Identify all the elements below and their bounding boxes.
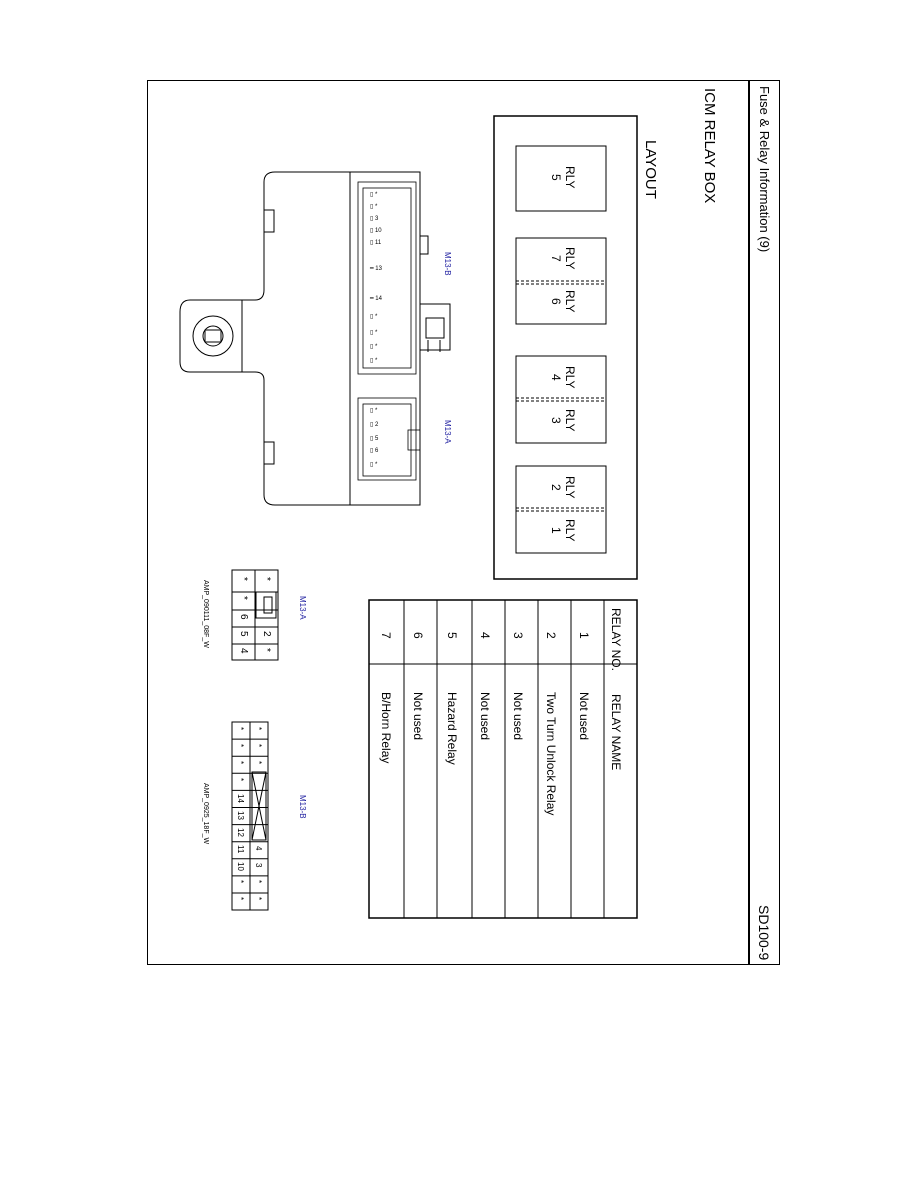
relay-2-label: RLY xyxy=(563,476,577,498)
m13-a-pin: * xyxy=(238,577,249,581)
relay-5-number: 5 xyxy=(549,174,563,181)
header-separator xyxy=(748,80,750,965)
relay-2-1-slot xyxy=(515,465,607,554)
m13-a-pin: * xyxy=(261,648,272,652)
m13-a-detail-label: M13-A xyxy=(298,596,307,620)
relay-2-number: 2 xyxy=(549,484,563,491)
m13-b-pin: 13 xyxy=(236,811,245,820)
m13-b-pin: * xyxy=(236,727,245,730)
relay-6-label: RLY xyxy=(563,290,577,312)
svg-text:▯ *: ▯ * xyxy=(370,192,378,198)
relay-1-number: 1 xyxy=(549,527,563,534)
relay-5-slot xyxy=(515,145,607,212)
m13-a-pin-marks: ▯ * ▯ 2 ▯ 5 ▯ 6 ▯ * xyxy=(370,408,379,468)
m13-b-pin: * xyxy=(254,897,263,900)
connector-housing xyxy=(179,171,451,506)
svg-text:▯ *: ▯ * xyxy=(370,462,378,468)
m13-b-housing-connector xyxy=(357,181,417,375)
svg-text:━ 13: ━ 13 xyxy=(369,266,383,272)
relay-1-label: RLY xyxy=(563,519,577,541)
table-row-no: 7 xyxy=(379,632,393,639)
m13-b-pin: 11 xyxy=(236,845,245,854)
m13-b-pin: * xyxy=(236,744,245,747)
m13-b-pin: * xyxy=(254,761,263,764)
m13-b-detail: * * * 4 3 * * * * * * 14 13 12 11 10 * *… xyxy=(202,721,307,911)
relay-7-label: RLY xyxy=(563,247,577,269)
table-row-name: Not used xyxy=(511,692,525,740)
m13-b-pin: * xyxy=(236,761,245,764)
relay-3-number: 3 xyxy=(549,417,563,424)
m13-a-pin: 2 xyxy=(261,631,272,637)
relay-5-label: RLY xyxy=(563,166,577,188)
m13-a-part-number: AMP_090111_08F_W xyxy=(202,580,209,648)
table-header-relay-name: RELAY NAME xyxy=(609,694,623,770)
drawing-frame xyxy=(147,80,780,965)
table-row-name: Two Turn Unlock Relay xyxy=(544,692,558,815)
svg-text:▯ 11: ▯ 11 xyxy=(370,240,382,246)
m13-b-detail-label: M13-B xyxy=(298,795,307,819)
svg-text:▯ *: ▯ * xyxy=(370,330,378,336)
m13-b-pin: * xyxy=(236,897,245,900)
table-row-name: Not used xyxy=(577,692,591,740)
m13-a-pin: 4 xyxy=(238,648,249,654)
m13-b-housing-label: M13-B xyxy=(443,252,452,276)
relay-3-label: RLY xyxy=(563,409,577,431)
m13-a-housing-connector xyxy=(357,397,421,481)
svg-text:▯ 10: ▯ 10 xyxy=(370,228,382,234)
svg-text:▯ 3: ▯ 3 xyxy=(370,216,379,222)
table-row-no: 3 xyxy=(511,632,525,639)
svg-text:▯ *: ▯ * xyxy=(370,344,378,350)
m13-b-pin: 3 xyxy=(254,863,263,868)
m13-a-housing-label: M13-A xyxy=(443,420,452,444)
table-row-no: 5 xyxy=(445,632,459,639)
m13-a-detail: * * * 6 5 4 2 * M13-A AMP_090111_08F_W xyxy=(202,569,307,661)
m13-b-pin: 12 xyxy=(236,828,245,837)
m13-b-pin-marks: ▯ * ▯ * ▯ 3 ▯ 10 ▯ 11 ━ 13 ━ 14 ▯ * ▯ * ▯ * ▯… xyxy=(369,192,383,364)
relay-6-number: 6 xyxy=(549,298,563,305)
svg-text:━ 14: ━ 14 xyxy=(369,296,383,302)
m13-b-pin: 14 xyxy=(236,794,245,803)
table-row-name: B/Horn Relay xyxy=(379,692,393,763)
m13-b-pin: * xyxy=(254,744,263,747)
m13-b-pin: 10 xyxy=(236,862,245,871)
table-row-no: 6 xyxy=(411,632,425,639)
table-row-no: 4 xyxy=(478,632,492,639)
m13-b-pin: 4 xyxy=(254,846,263,851)
relay-4-label: RLY xyxy=(563,366,577,388)
table-row-name: Hazard Relay xyxy=(445,692,459,765)
svg-text:▯ *: ▯ * xyxy=(370,204,378,210)
table-row-no: 2 xyxy=(544,632,558,639)
m13-b-pin: * xyxy=(254,727,263,730)
relay-7-number: 7 xyxy=(549,255,563,262)
table-row-no: 1 xyxy=(577,632,591,639)
m13-a-pin: 6 xyxy=(238,614,249,620)
relay-4-number: 4 xyxy=(549,374,563,381)
m13-a-pin: * xyxy=(238,596,249,600)
m13-a-pin: * xyxy=(261,577,272,581)
m13-a-pin: 5 xyxy=(238,631,249,637)
svg-text:▯ 2: ▯ 2 xyxy=(370,422,379,428)
m13-b-pin: * xyxy=(254,880,263,883)
m13-b-pin: * xyxy=(236,778,245,781)
table-row-name: Not used xyxy=(411,692,425,740)
svg-text:▯ *: ▯ * xyxy=(370,408,378,414)
m13-b-pin: * xyxy=(236,880,245,883)
relay-table: RELAY NO. RELAY NAME 1 Not used 2 Two Tu… xyxy=(368,599,638,919)
table-header-relay-no: RELAY NO. xyxy=(609,608,623,671)
svg-text:▯ *: ▯ * xyxy=(370,314,378,320)
svg-text:▯ 5: ▯ 5 xyxy=(370,436,379,442)
table-row-name: Not used xyxy=(478,692,492,740)
svg-text:▯ 6: ▯ 6 xyxy=(370,448,379,454)
relay-layout-panel: RLY 5 RLY 7 RLY 6 RLY 4 RLY 3 RLY 2 RLY … xyxy=(493,115,638,580)
svg-text:▯ *: ▯ * xyxy=(370,358,378,364)
relay-4-3-slot xyxy=(515,355,607,444)
m13-b-part-number: AMP_0925_18F_W xyxy=(202,783,209,844)
